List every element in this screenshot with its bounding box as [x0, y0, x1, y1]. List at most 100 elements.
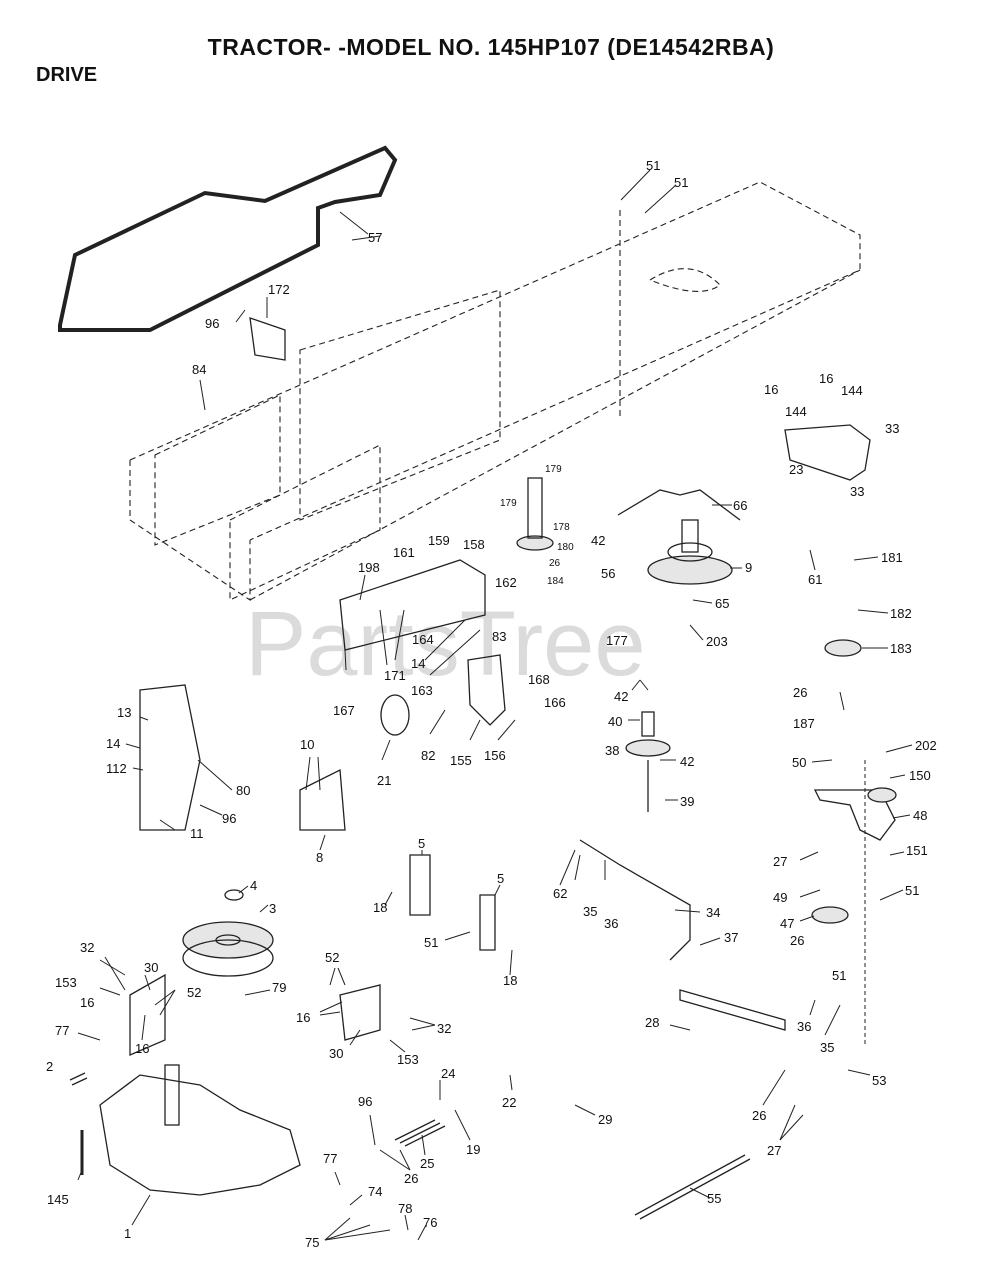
- label-11: 11: [190, 826, 204, 841]
- label-2: 2: [46, 1059, 53, 1074]
- label-40: 40: [608, 714, 622, 729]
- label-5: 5: [418, 836, 425, 851]
- spring-25: [394, 1119, 446, 1147]
- label-144: 144: [785, 404, 807, 419]
- label-39: 39: [680, 794, 694, 809]
- label-53: 53: [872, 1073, 886, 1088]
- bracket-30-left: [129, 973, 166, 1056]
- page-title: TRACTOR- -MODEL NO. 145HP107 (DE14542RBA…: [207, 34, 775, 60]
- label-77: 77: [55, 1023, 69, 1038]
- label-32: 32: [80, 940, 94, 955]
- label-16: 16: [296, 1010, 310, 1025]
- label-179: 179: [500, 498, 517, 509]
- bracket-23: [784, 424, 871, 481]
- label-35: 35: [583, 904, 597, 919]
- label-198: 198: [358, 560, 380, 575]
- label-77: 77: [323, 1151, 337, 1166]
- transaxle-pulley-3: [182, 889, 274, 977]
- label-184: 184: [547, 576, 564, 587]
- pulley-183: [824, 639, 862, 657]
- frame-outline: [129, 181, 861, 602]
- label-26: 26: [404, 1171, 418, 1186]
- label-161: 161: [393, 545, 415, 560]
- label-96: 96: [358, 1094, 372, 1109]
- pulley-150: [867, 787, 897, 803]
- label-96: 96: [222, 811, 236, 826]
- label-23: 23: [789, 462, 803, 477]
- label-51: 51: [832, 968, 846, 983]
- label-61: 61: [808, 572, 822, 587]
- label-52: 52: [187, 985, 201, 1000]
- label-13: 13: [117, 705, 131, 720]
- label-14: 14: [411, 656, 425, 671]
- label-48: 48: [913, 808, 927, 823]
- spring-2: [69, 1072, 88, 1086]
- label-55: 55: [707, 1191, 721, 1206]
- label-181: 181: [881, 550, 903, 565]
- label-1: 1: [124, 1226, 131, 1241]
- label-79: 79: [272, 980, 286, 995]
- label-42: 42: [680, 754, 694, 769]
- label-35: 35: [820, 1040, 834, 1055]
- label-16: 16: [819, 371, 833, 386]
- label-159: 159: [428, 533, 450, 548]
- label-51: 51: [674, 175, 688, 190]
- label-168: 168: [528, 672, 550, 687]
- label-82: 82: [421, 748, 435, 763]
- label-16: 16: [135, 1041, 149, 1056]
- label-30: 30: [144, 960, 158, 975]
- side-plate: [154, 394, 381, 601]
- label-38: 38: [605, 743, 619, 758]
- label-8: 8: [316, 850, 323, 865]
- label-182: 182: [890, 606, 912, 621]
- label-83: 83: [492, 629, 506, 644]
- bracket-158: [339, 559, 486, 651]
- label-27: 27: [773, 854, 787, 869]
- label-36: 36: [604, 916, 618, 931]
- shift-lever-34: [579, 839, 691, 961]
- bracket-5-left: [409, 854, 431, 916]
- bracket-155: [467, 654, 506, 726]
- label-96: 96: [205, 316, 219, 331]
- label-153: 153: [397, 1052, 419, 1067]
- label-29: 29: [598, 1112, 612, 1127]
- pulley-180: [516, 477, 554, 551]
- rod-66: [617, 489, 741, 521]
- label-26: 26: [790, 933, 804, 948]
- pulley-47: [811, 906, 849, 924]
- label-42: 42: [591, 533, 605, 548]
- pulley-38: [625, 711, 671, 812]
- label-34: 34: [706, 905, 720, 920]
- label-47: 47: [780, 916, 794, 931]
- bracket-30-right: [339, 984, 381, 1041]
- label-57: 57: [368, 230, 382, 245]
- label-62: 62: [553, 886, 567, 901]
- label-25: 25: [420, 1156, 434, 1171]
- label-28: 28: [645, 1015, 659, 1030]
- label-171: 171: [384, 668, 406, 683]
- section-heading: DRIVE: [36, 64, 98, 86]
- label-65: 65: [715, 596, 729, 611]
- label-158: 158: [463, 537, 485, 552]
- label-162: 162: [495, 575, 517, 590]
- bracket-5-right: [479, 894, 496, 951]
- label-32: 32: [437, 1021, 451, 1036]
- label-202: 202: [915, 738, 937, 753]
- label-16: 16: [80, 995, 94, 1010]
- part-labels: 57 51 51 172 96 84 16 16 144 144 33 23 3…: [46, 158, 937, 1250]
- label-33: 33: [850, 484, 864, 499]
- label-26: 26: [549, 558, 561, 569]
- label-150: 150: [909, 768, 931, 783]
- label-52: 52: [325, 950, 339, 965]
- label-21: 21: [377, 773, 391, 788]
- label-156: 156: [484, 748, 506, 763]
- label-51: 51: [905, 883, 919, 898]
- label-180: 180: [557, 542, 574, 553]
- label-144: 144: [841, 383, 863, 398]
- label-26: 26: [752, 1108, 766, 1123]
- label-66: 66: [733, 498, 747, 513]
- label-49: 49: [773, 890, 787, 905]
- label-9: 9: [745, 560, 752, 575]
- label-22: 22: [502, 1095, 516, 1110]
- label-19: 19: [466, 1142, 480, 1157]
